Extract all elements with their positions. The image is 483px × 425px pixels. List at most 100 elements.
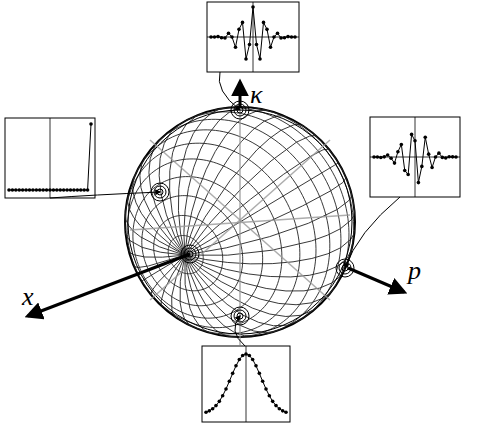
sample-dot — [393, 161, 397, 165]
sample-dot — [69, 188, 73, 192]
sample-dot — [209, 35, 213, 39]
sample-dot — [214, 404, 218, 408]
sample-dot — [437, 151, 441, 155]
sample-dot — [281, 409, 285, 413]
inset-axis — [50, 118, 51, 198]
sample-dot — [45, 188, 49, 192]
sample-dot — [28, 188, 32, 192]
sample-dot — [204, 410, 208, 414]
axis-label: κ — [250, 82, 262, 108]
sample-dot — [241, 354, 245, 358]
sample-dot — [11, 188, 15, 192]
inset-curve — [374, 134, 456, 182]
sample-dot — [430, 166, 434, 170]
axis-label: x — [22, 284, 34, 310]
sample-dot — [248, 354, 252, 358]
sample-dot — [238, 358, 242, 362]
sample-dot — [35, 188, 39, 192]
sample-dot — [274, 404, 278, 408]
sample-dot — [293, 35, 297, 39]
axis-arrows — [28, 82, 404, 316]
sample-dot — [400, 143, 404, 147]
sample-dot — [234, 364, 238, 368]
sample-dot — [223, 36, 227, 40]
sample-dot — [265, 28, 269, 32]
sample-dot — [372, 155, 376, 159]
sample-dot — [208, 409, 212, 413]
inset-frame — [202, 346, 290, 422]
sample-dot — [220, 36, 224, 40]
sample-dot — [79, 188, 83, 192]
sample-dot — [447, 155, 451, 159]
sample-dot — [441, 156, 445, 160]
sample-dot — [72, 188, 76, 192]
kappa-axis — [239, 82, 242, 108]
sample-dot — [262, 21, 266, 25]
sample-dot — [65, 188, 69, 192]
sample-dot — [14, 188, 18, 192]
sample-dot — [264, 387, 268, 391]
sample-dot — [261, 380, 265, 384]
sample-dot — [278, 407, 282, 411]
leader-line — [235, 316, 245, 346]
sample-dot — [434, 155, 438, 159]
sample-dot — [254, 364, 258, 368]
wireframe-sphere — [125, 100, 355, 345]
sample-dot — [417, 181, 421, 185]
inset-frame — [5, 118, 95, 198]
p-axis — [348, 268, 404, 292]
sample-dot — [279, 36, 283, 40]
sample-dot — [269, 45, 273, 49]
sample-dot — [451, 155, 455, 159]
sample-dot — [379, 156, 383, 160]
sample-dot — [230, 35, 234, 39]
sample-dot — [221, 394, 225, 398]
leader-line — [219, 72, 240, 110]
sample-dot — [268, 394, 272, 398]
sample-dot — [213, 35, 217, 39]
sample-dot — [454, 155, 458, 159]
inset-curve — [211, 7, 295, 59]
sample-dot — [244, 352, 248, 356]
sample-dot — [410, 133, 414, 137]
sample-dot — [248, 43, 252, 47]
sample-dot — [286, 35, 290, 39]
sample-dot — [224, 387, 228, 391]
leader-line — [50, 192, 160, 198]
sample-dot — [227, 31, 231, 35]
sample-dot — [251, 358, 255, 362]
sample-dot — [89, 122, 93, 126]
sample-dot — [244, 57, 248, 61]
x-axis — [28, 254, 190, 316]
sample-dot — [427, 152, 431, 156]
leader-line — [345, 197, 400, 268]
guide-line — [130, 215, 350, 230]
inset-axis — [246, 346, 247, 422]
sample-dot — [216, 35, 220, 39]
sample-dot — [17, 188, 21, 192]
sample-dot — [271, 400, 275, 404]
sample-dot — [234, 45, 238, 49]
sample-dot — [86, 188, 90, 192]
sample-dot — [62, 188, 66, 192]
inset-plots — [5, 2, 460, 422]
sample-dot — [21, 188, 25, 192]
sample-dot — [376, 155, 380, 159]
sample-dot — [55, 188, 59, 192]
sample-dot — [276, 31, 280, 35]
sample-dot — [258, 372, 262, 376]
sample-dot — [255, 43, 259, 47]
sample-dot — [7, 188, 11, 192]
sample-dot — [38, 188, 42, 192]
sample-dot — [251, 5, 255, 9]
sample-dot — [406, 173, 410, 177]
sample-dot — [48, 188, 52, 192]
sample-dot — [389, 156, 393, 160]
sample-dot — [31, 188, 35, 192]
inset-frame — [207, 2, 299, 72]
sample-dot — [420, 165, 424, 169]
sample-dot — [76, 188, 80, 192]
sample-dot — [58, 188, 62, 192]
sample-dot — [290, 35, 294, 39]
